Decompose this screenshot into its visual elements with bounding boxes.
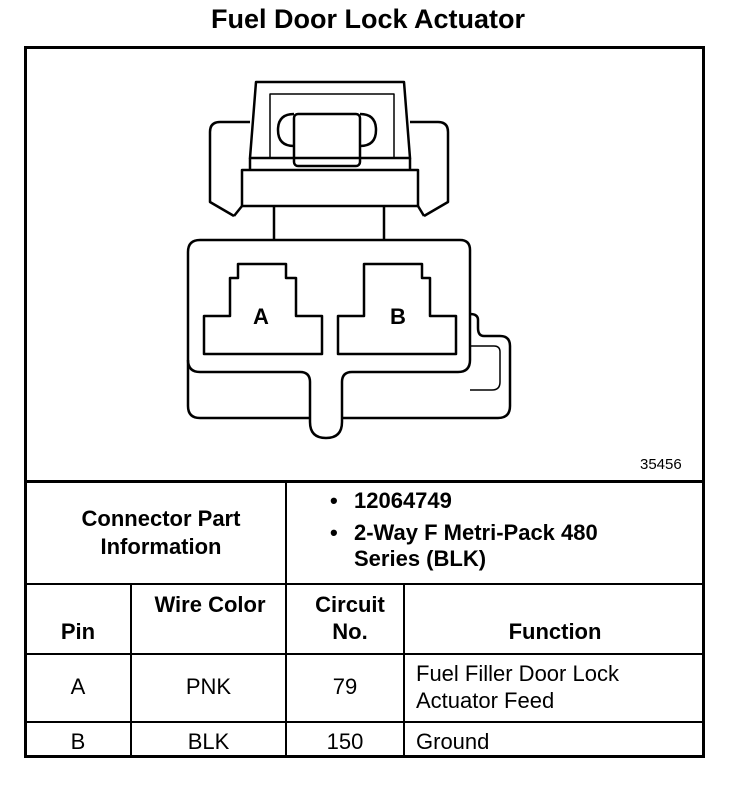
lock-bar — [240, 168, 420, 208]
latch-left-ear — [276, 112, 295, 148]
connector-body — [186, 238, 472, 440]
connector-info-list: 12064749 2-Way F Metri-Pack 480 Series (… — [330, 488, 614, 578]
col-divider-3 — [403, 583, 405, 758]
page-title: Fuel Door Lock Actuator — [210, 4, 526, 34]
row-a-circuit-no: 79 — [332, 674, 358, 699]
latch-inner — [269, 93, 395, 159]
divider-row-a — [24, 721, 705, 723]
figure-number: 35456 — [640, 456, 682, 473]
latch-right-ear — [359, 112, 378, 148]
divider-info — [24, 583, 705, 585]
row-a-wire-color: PNK — [185, 674, 232, 699]
row-b-function: Ground — [416, 729, 490, 754]
pin-b-label: B — [390, 304, 406, 329]
col-divider-1 — [130, 583, 132, 758]
connector-description: 2-Way F Metri-Pack 480 Series (BLK) — [330, 520, 614, 572]
row-b-pin: B — [70, 729, 86, 754]
col-divider-2 — [285, 583, 287, 758]
row-a-function: Fuel Filler Door Lock Actuator Feed — [416, 661, 619, 713]
connector-skirt — [186, 360, 310, 420]
connector-part-number: 12064749 — [330, 488, 614, 514]
diagram-frame — [24, 46, 705, 758]
divider-header — [24, 653, 705, 655]
connector-diagram: A B — [186, 80, 512, 440]
header-circuit-no: Circuit No. — [315, 592, 385, 644]
col-divider-info — [285, 480, 287, 585]
left-shoulder — [208, 120, 250, 218]
row-b-wire-color: BLK — [187, 729, 230, 754]
row-a-pin: A — [70, 674, 86, 699]
cavity-a — [202, 262, 324, 356]
cavity-b — [336, 262, 458, 356]
header-pin: Pin — [60, 619, 96, 644]
header-wire-color: Wire Color — [154, 592, 266, 617]
right-shoulder — [410, 120, 450, 218]
latch-tab — [292, 112, 362, 168]
row-b-circuit-no: 150 — [326, 729, 364, 754]
header-function: Function — [508, 619, 602, 644]
connector-info-label: Connector Part Information — [81, 506, 241, 559]
divider-diagram — [24, 480, 705, 483]
pin-a-label: A — [253, 304, 269, 329]
